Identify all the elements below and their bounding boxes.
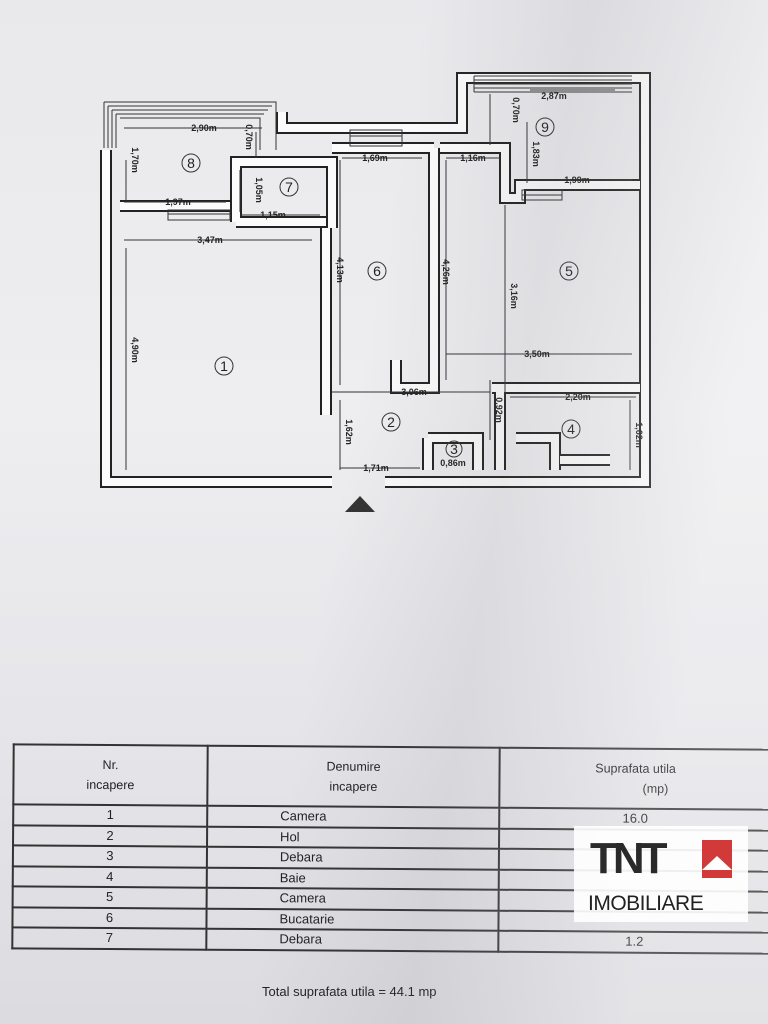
dimension-label: 0,92m: [494, 397, 504, 423]
dimension-label: 1,69m: [362, 153, 388, 163]
dimension-label: 0,86m: [440, 458, 466, 468]
cell-nr: 5: [12, 886, 207, 909]
dimension-label: 3,16m: [509, 283, 519, 309]
dimension-label: 4,26m: [441, 259, 451, 285]
dimension-label: 3,50m: [524, 349, 550, 359]
cell-nr: 1: [13, 804, 208, 827]
cell-nr: 6: [12, 906, 207, 929]
dimension-label: 1,70m: [130, 147, 140, 173]
table-header: Nr. incapere Denumire incapere Suprafata u…: [13, 744, 768, 810]
logo-brand: TNT: [590, 834, 668, 883]
room-number: 2: [387, 414, 395, 430]
logo-subtitle: IMOBILIARE: [588, 892, 704, 915]
room-number: 3: [450, 441, 458, 457]
cell-nr: 4: [12, 865, 207, 888]
dimension-label: 1,99m: [564, 175, 590, 185]
dimension-label: 0,70m: [511, 97, 521, 123]
room-number: 6: [373, 263, 381, 279]
dimension-label: 1,16m: [460, 153, 486, 163]
cell-area: 1.2: [498, 930, 768, 954]
cell-name: Camera: [207, 805, 500, 829]
balcony-railings: [103, 75, 632, 221]
room-numbers: [181, 117, 581, 458]
total-area: Total suprafata utila = 44.1 mp: [262, 984, 437, 999]
room-number: 1: [220, 358, 228, 374]
header-nr: Nr.: [102, 757, 119, 773]
header-nr-2: incapere: [86, 777, 135, 793]
dimension-label: 1,97m: [165, 197, 191, 207]
cell-name: Hol: [207, 826, 500, 849]
room-number: 8: [187, 155, 195, 171]
cell-nr: 2: [13, 824, 208, 847]
room-number: 9: [541, 119, 549, 135]
dimension-lines: [124, 89, 636, 470]
walls: [100, 72, 651, 488]
cell-name: Bucatarie: [206, 908, 499, 931]
header-name-2: incapere: [329, 779, 378, 794]
dimension-label: 1,83m: [531, 141, 541, 167]
room-number: 5: [565, 263, 573, 279]
header-name: Denumire: [326, 759, 381, 774]
header-area-2: (mp): [642, 781, 669, 796]
cell-name: Debara: [206, 928, 499, 952]
dimension-label: 1,05m: [254, 177, 264, 203]
cell-name: Baie: [206, 867, 499, 890]
dimension-label: 2,20m: [565, 392, 591, 402]
roof-icon: [702, 856, 732, 870]
dimension-label: 1,15m: [260, 210, 286, 220]
dimension-label: 0,70m: [244, 124, 254, 150]
dimension-label: 1,62m: [634, 422, 644, 448]
floor-plan: 1 2 3 4 5 6 7 8 9 2,90m 1,97m 3,47m 1,69…: [100, 72, 651, 512]
cell-nr: 7: [12, 927, 207, 950]
dimension-label: 2,90m: [191, 123, 217, 133]
dimension-label: 2,87m: [541, 91, 567, 101]
header-area: Suprafata utila: [595, 761, 676, 776]
dimension-label: 3,47m: [197, 235, 223, 245]
room-number: 7: [285, 179, 293, 195]
dimension-label: 3,06m: [401, 387, 427, 397]
entrance-arrow-icon: [345, 496, 375, 512]
tnt-imobiliare-logo: TNT IMOBILIARE: [574, 826, 748, 922]
dimension-label: 1,71m: [363, 463, 389, 473]
cell-nr: 3: [12, 845, 208, 868]
cell-name: Debara: [206, 846, 500, 870]
room-number: 4: [567, 421, 575, 437]
dimension-label: 1,62m: [344, 419, 354, 445]
dimension-label: 4,13m: [335, 257, 345, 283]
cell-name: Camera: [206, 887, 499, 911]
dimension-label: 4,90m: [130, 337, 140, 363]
